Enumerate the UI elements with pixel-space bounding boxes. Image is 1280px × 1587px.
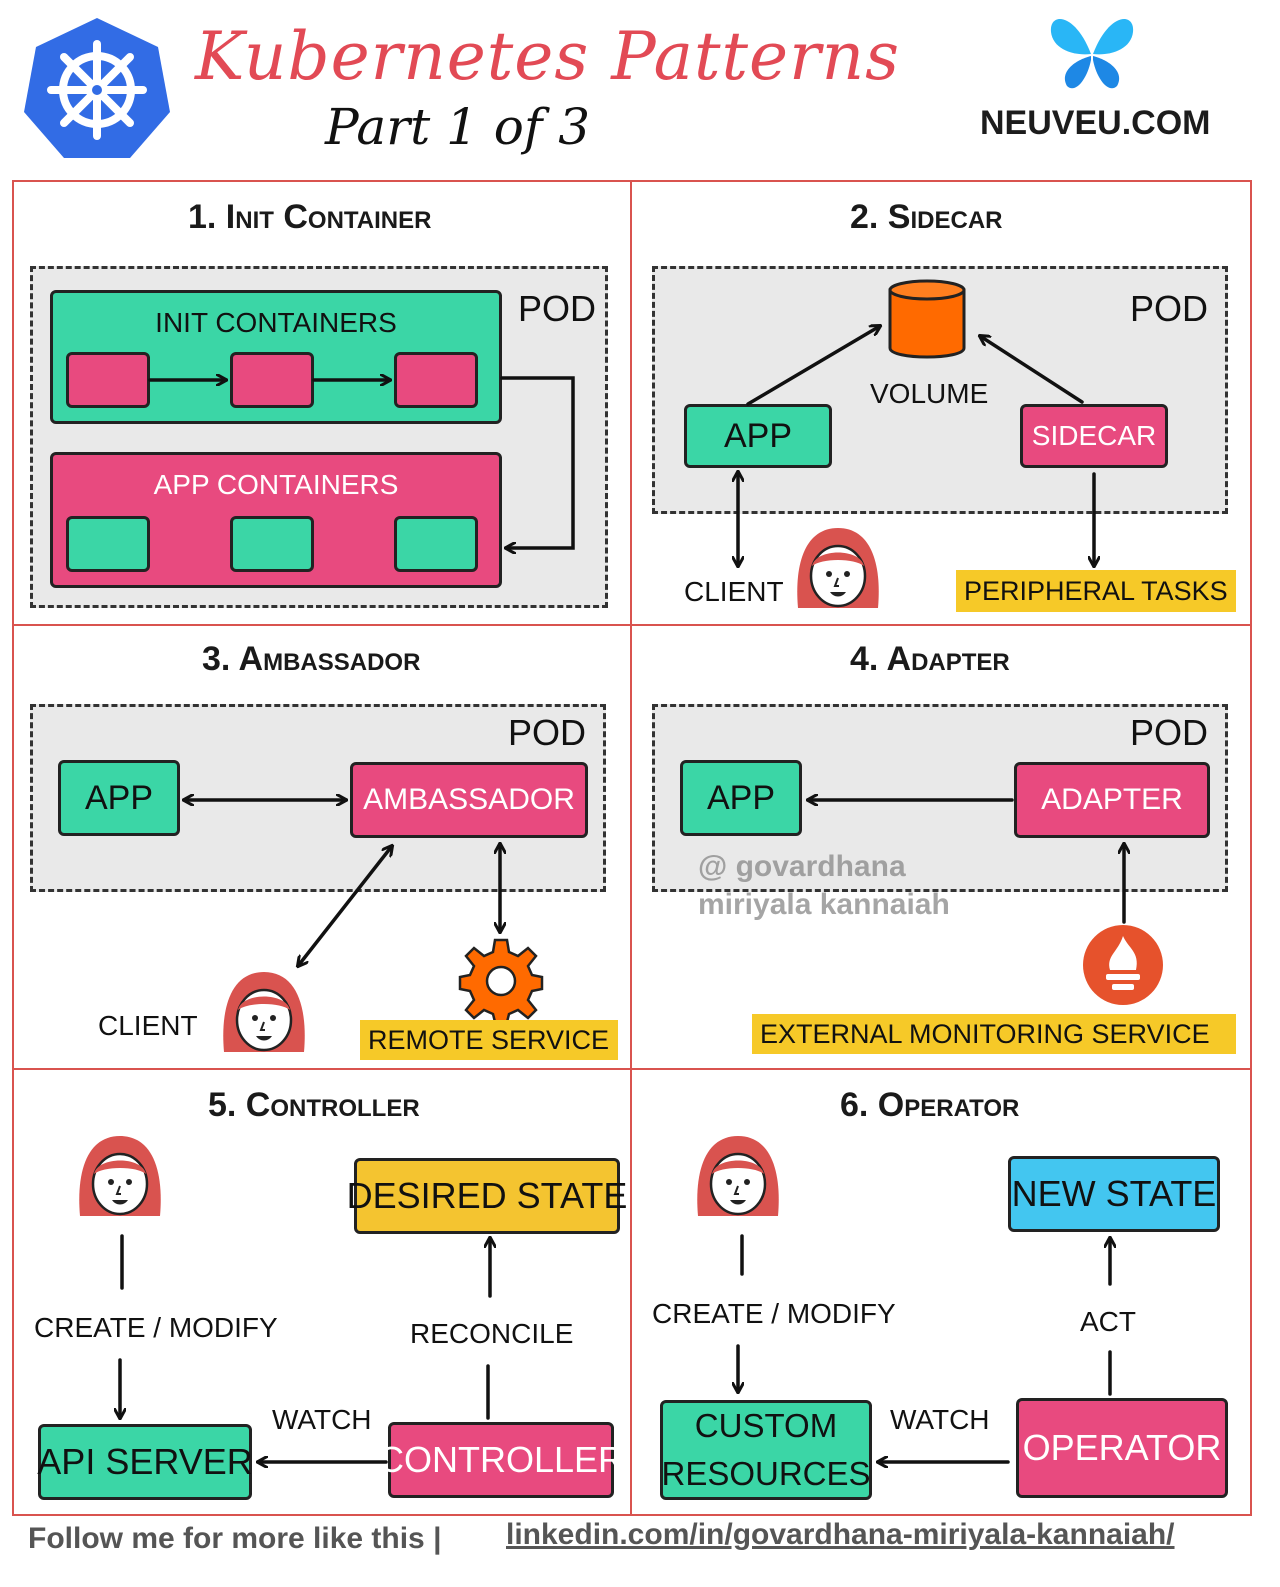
custom-resources-box: CUSTOM RESOURCES xyxy=(660,1400,872,1500)
grid-divider-row-2 xyxy=(12,1068,1252,1070)
init-container-1 xyxy=(66,352,150,408)
operator-create-modify-label: CREATE / MODIFY xyxy=(652,1298,896,1329)
volume-cylinder-icon xyxy=(884,278,970,364)
sidecar-pod-label: POD xyxy=(1130,288,1209,329)
sidecar-box: SIDECAR xyxy=(1020,404,1168,468)
grid-divider-vertical xyxy=(630,180,632,1516)
controller-label: CONTROLLER xyxy=(377,1439,625,1480)
ambassador-label: AMBASSADOR xyxy=(363,783,575,816)
init-container-2 xyxy=(230,352,314,408)
operator-label: OPERATOR xyxy=(1022,1427,1222,1468)
reconcile-label: RECONCILE xyxy=(410,1318,574,1349)
ambassador-title: 3. Ambassador xyxy=(202,640,421,678)
api-server-box: API SERVER xyxy=(37,1424,253,1500)
sidecar-app-label: APP xyxy=(723,416,793,455)
watermark-line-1: @ govardhana xyxy=(698,850,906,883)
user-avatar-icon xyxy=(692,1130,784,1222)
page-title: Kubernetes Patterns xyxy=(195,18,901,95)
pattern-grid xyxy=(12,180,1252,1516)
adapter-app-box: APP xyxy=(680,760,802,836)
adapter-box: ADAPTER xyxy=(1014,762,1210,838)
custom-resources-line-2: RESOURCES xyxy=(661,1455,871,1492)
controller-title: 5. Controller xyxy=(208,1086,420,1124)
prometheus-icon xyxy=(1082,924,1164,1006)
operator-title: 6. Operator xyxy=(840,1086,1020,1124)
gear-icon xyxy=(458,936,544,1024)
act-label: ACT xyxy=(1080,1306,1136,1337)
adapter-title: 4. Adapter xyxy=(850,640,1010,678)
kubernetes-logo-icon xyxy=(22,14,172,162)
app-container-1 xyxy=(66,516,150,572)
custom-resources-line-1: CUSTOM xyxy=(694,1407,838,1444)
remote-service-tag: REMOTE SERVICE xyxy=(360,1020,618,1060)
operator-watch-label: WATCH xyxy=(890,1404,990,1435)
controller-box: CONTROLLER xyxy=(378,1422,624,1498)
sidecar-label: SIDECAR xyxy=(1031,420,1157,451)
ambassador-box: AMBASSADOR xyxy=(350,762,588,838)
operator-box: OPERATOR xyxy=(1016,1398,1228,1498)
desired-state-box: DESIRED STATE xyxy=(347,1158,627,1234)
init-container-3 xyxy=(394,352,478,408)
init-pod-label: POD xyxy=(518,288,597,329)
client-avatar-icon xyxy=(792,522,884,614)
butterfly-icon xyxy=(1045,10,1139,94)
ambassador-pod-label: POD xyxy=(508,712,587,753)
peripheral-tasks-tag: PERIPHERAL TASKS xyxy=(956,570,1236,612)
desired-state-label: DESIRED STATE xyxy=(346,1175,628,1216)
app-container-2 xyxy=(230,516,314,572)
adapter-app-label: APP xyxy=(706,778,776,817)
ambassador-app-label: APP xyxy=(84,778,154,817)
init-containers-label: INIT CONTAINERS xyxy=(155,307,397,338)
ambassador-app-box: APP xyxy=(58,760,180,836)
sidecar-title: 2. Sidecar xyxy=(850,198,1003,236)
new-state-label: NEW STATE xyxy=(1011,1173,1217,1214)
ambassador-client-label: CLIENT xyxy=(98,1010,198,1041)
volume-label: VOLUME xyxy=(870,378,989,409)
app-container-3 xyxy=(394,516,478,572)
sidecar-client-label: CLIENT xyxy=(684,576,784,607)
adapter-pod-label: POD xyxy=(1130,712,1209,753)
brand-name: NEUVEU.COM xyxy=(980,104,1211,142)
controller-create-modify-label: CREATE / MODIFY xyxy=(34,1312,278,1343)
app-containers-label: APP CONTAINERS xyxy=(153,469,399,500)
sidecar-app-box: APP xyxy=(684,404,832,468)
footer-linkedin-link[interactable]: linkedin.com/in/govardhana-miriyala-kann… xyxy=(506,1518,1175,1551)
client-avatar-icon xyxy=(218,966,310,1058)
controller-watch-label: WATCH xyxy=(272,1404,372,1435)
adapter-label: ADAPTER xyxy=(1041,783,1183,816)
grid-divider-row-1 xyxy=(12,624,1252,626)
init-container-title: 1. Init Container xyxy=(188,198,432,236)
new-state-box: NEW STATE xyxy=(1008,1156,1220,1232)
user-avatar-icon xyxy=(74,1130,166,1222)
watermark-line-2: miriyala kannaiah xyxy=(698,888,950,921)
page-subtitle: Part 1 of 3 xyxy=(325,98,591,156)
external-monitoring-tag: EXTERNAL MONITORING SERVICE xyxy=(752,1014,1236,1054)
footer-cta: Follow me for more like this | xyxy=(28,1522,442,1555)
api-server-label: API SERVER xyxy=(37,1441,253,1482)
